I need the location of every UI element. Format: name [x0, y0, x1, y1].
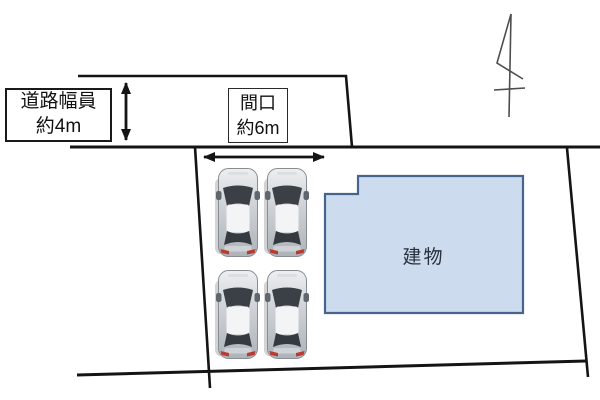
car-top-view-icon — [263, 270, 310, 359]
frontage-label-box: 間口 約6m — [228, 88, 288, 143]
road-width-label-box: 道路幅員 約4m — [5, 88, 112, 142]
frontage-label-line1: 間口 — [240, 93, 276, 114]
boundary-bottom-line — [76, 359, 587, 377]
building-label: 建物 — [402, 247, 445, 268]
building-shape — [323, 174, 525, 315]
car-top-view-icon — [263, 168, 310, 257]
car-top-view-icon — [214, 168, 261, 257]
north-arrow-icon — [493, 13, 526, 118]
road-top-edge-line — [78, 74, 354, 148]
road-width-label-line2: 約4m — [35, 116, 82, 137]
frontage-label-line2: 約6m — [236, 117, 280, 138]
car-top-view-icon — [214, 270, 261, 359]
boundary-right-line — [565, 147, 590, 378]
road-width-label-line1: 道路幅員 — [20, 91, 97, 113]
boundary-left-line — [193, 146, 212, 389]
